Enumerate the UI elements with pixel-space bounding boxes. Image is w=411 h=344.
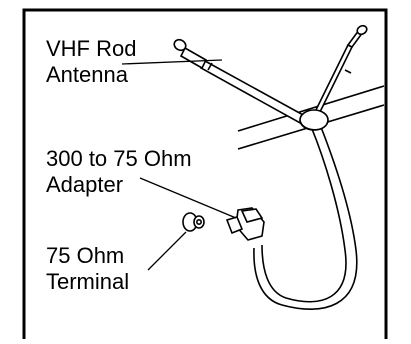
adapter-device: [225, 207, 265, 241]
vhf-label-line1: VHF Rod: [46, 36, 137, 61]
leader-lines: [121, 59, 237, 271]
left-rod-antenna: [173, 38, 306, 126]
twin-lead-wire: [253, 121, 358, 311]
antenna-hub: [299, 109, 329, 131]
right-rod-antenna: [310, 24, 368, 122]
frame-border: [22, 8, 388, 339]
adapter-label-line1: 300 to 75 Ohm: [46, 146, 192, 171]
leader-terminal: [147, 231, 187, 271]
leader-vhf: [121, 59, 223, 65]
terminal-label-line2: Terminal: [46, 269, 130, 294]
terminal-connector: [182, 212, 205, 232]
terminal-label-line1: 75 Ohm: [46, 243, 125, 268]
vhf-label-line2: Antenna: [46, 62, 128, 87]
adapter-label-line2: Adapter: [46, 172, 124, 197]
leader-adapter: [139, 177, 237, 219]
